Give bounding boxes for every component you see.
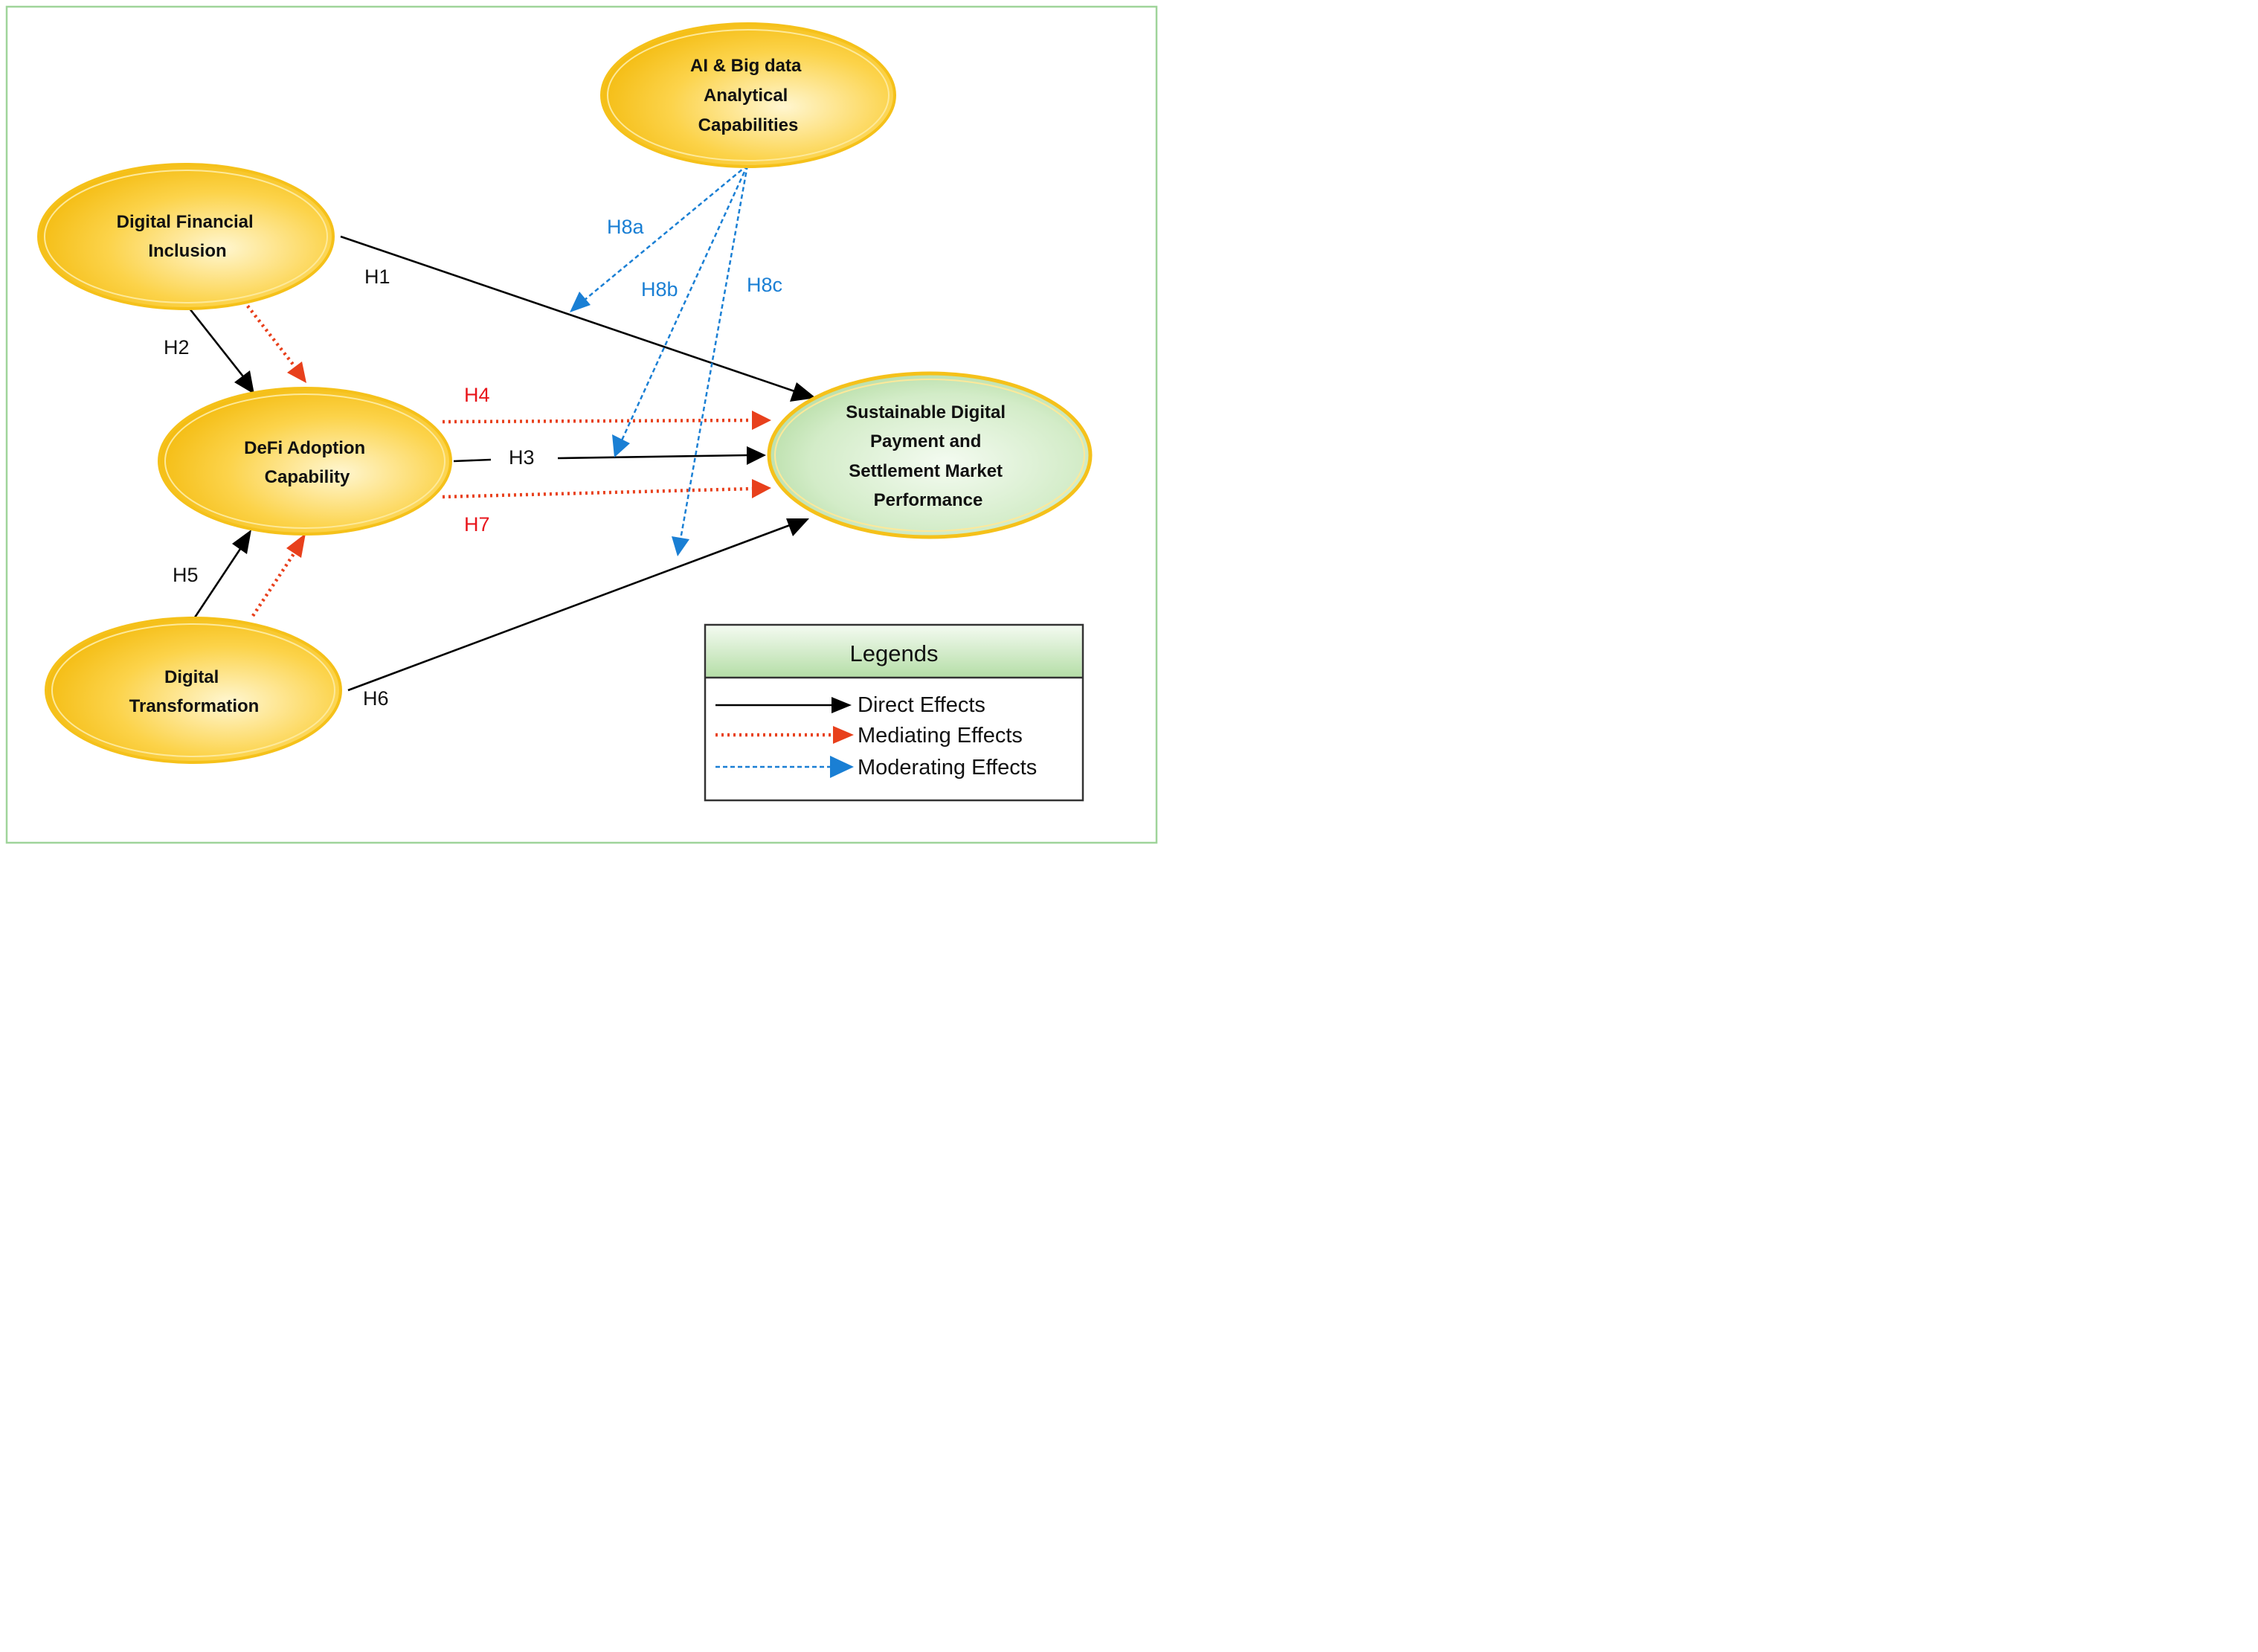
node-sdp-line-3: Settlement Market [849, 461, 1003, 481]
node-dt-line-2: Transformation [129, 696, 260, 716]
node-dt-line-1: Digital [164, 667, 219, 687]
arrow-h3 [557, 454, 748, 460]
arrowhead-h8c [672, 536, 689, 556]
legend-item-direct: Direct Effects [715, 693, 985, 717]
node-ai-label: AI & Big data Analytical Capabilities [690, 56, 806, 135]
arrow-mediating-dt [251, 549, 297, 617]
arrowhead-mediating-dt [286, 533, 306, 558]
node-dfi-line-1: Digital Financial [117, 212, 254, 232]
arrowhead-h1 [790, 382, 816, 402]
label-h6: H6 [363, 687, 389, 710]
arrowhead-h8a [570, 292, 591, 312]
arrow-h8c [679, 164, 749, 540]
node-defi-label: DeFi Adoption Capability [244, 438, 370, 487]
label-h1: H1 [364, 266, 390, 288]
label-h8c: H8c [747, 274, 782, 296]
arrow-h1 [340, 235, 804, 396]
arrow-mediating-dfi [242, 300, 297, 370]
arrowhead-h5 [232, 530, 251, 554]
node-defi-adoption: DeFi Adoption Capability [158, 387, 452, 536]
node-dfi-line-2: Inclusion [148, 241, 226, 261]
legend-label-moderating: Moderating Effects [858, 756, 1037, 780]
arrowhead-h3 [747, 446, 766, 465]
node-sdp-label: Sustainable Digital Payment and Settleme… [846, 402, 1010, 510]
arrowhead-h4 [752, 411, 771, 430]
legend-item-moderating: Moderating Effects [715, 756, 1037, 780]
legend-label-direct: Direct Effects [858, 693, 985, 717]
arrow-h8a [583, 164, 748, 301]
label-h5: H5 [173, 564, 199, 586]
arrow-h3-tail [453, 458, 492, 463]
node-ai-line-1: AI & Big data [690, 56, 802, 76]
label-h7: H7 [464, 513, 490, 536]
node-defi-line-2: Capability [265, 467, 350, 487]
legend-title: Legends [850, 640, 939, 666]
label-h2: H2 [164, 336, 190, 359]
arrow-h8b [620, 164, 749, 441]
legend-item-mediating: Mediating Effects [715, 724, 1023, 748]
node-sdp-line-1: Sustainable Digital [846, 402, 1006, 422]
node-sustainable-digital-payment: Sustainable Digital Payment and Settleme… [767, 371, 1093, 539]
node-dt-label: Digital Transformation [129, 667, 260, 716]
legend-header [706, 626, 1082, 678]
arrowhead-mediating-dfi [287, 361, 306, 383]
arrow-h5 [193, 546, 243, 618]
arrow-h7 [442, 486, 753, 499]
conceptual-model-diagram: AI & Big data Analytical Capabilities Di… [5, 5, 1158, 844]
label-h3: H3 [509, 446, 535, 469]
arrow-h4 [442, 418, 753, 424]
legend-box: Legends Direct Effects Mediating Effects… [704, 623, 1084, 802]
node-digital-financial-inclusion: Digital Financial Inclusion [37, 163, 335, 310]
node-ai-big-data: AI & Big data Analytical Capabilities [600, 22, 896, 168]
arrow-h6 [347, 524, 791, 692]
node-digital-transformation: Digital Transformation [45, 617, 342, 764]
arrow-h2 [188, 308, 247, 380]
arrowhead-h8b [612, 434, 630, 457]
label-h4: H4 [464, 384, 490, 406]
arrowhead-h2 [234, 370, 254, 394]
node-ai-line-2: Analytical [704, 86, 788, 106]
arrowhead-h6 [786, 518, 809, 536]
legend-label-mediating: Mediating Effects [858, 724, 1023, 748]
node-sdp-line-4: Performance [874, 490, 983, 510]
node-defi-line-1: DeFi Adoption [244, 438, 365, 458]
node-dfi-label: Digital Financial Inclusion [117, 212, 259, 261]
label-h8a: H8a [607, 216, 645, 238]
node-sdp-line-2: Payment and [870, 431, 981, 451]
diagram-canvas: AI & Big data Analytical Capabilities Di… [0, 0, 1163, 849]
label-h8b: H8b [641, 278, 678, 300]
arrowhead-h7 [752, 479, 771, 498]
node-ai-line-3: Capabilities [698, 115, 799, 135]
